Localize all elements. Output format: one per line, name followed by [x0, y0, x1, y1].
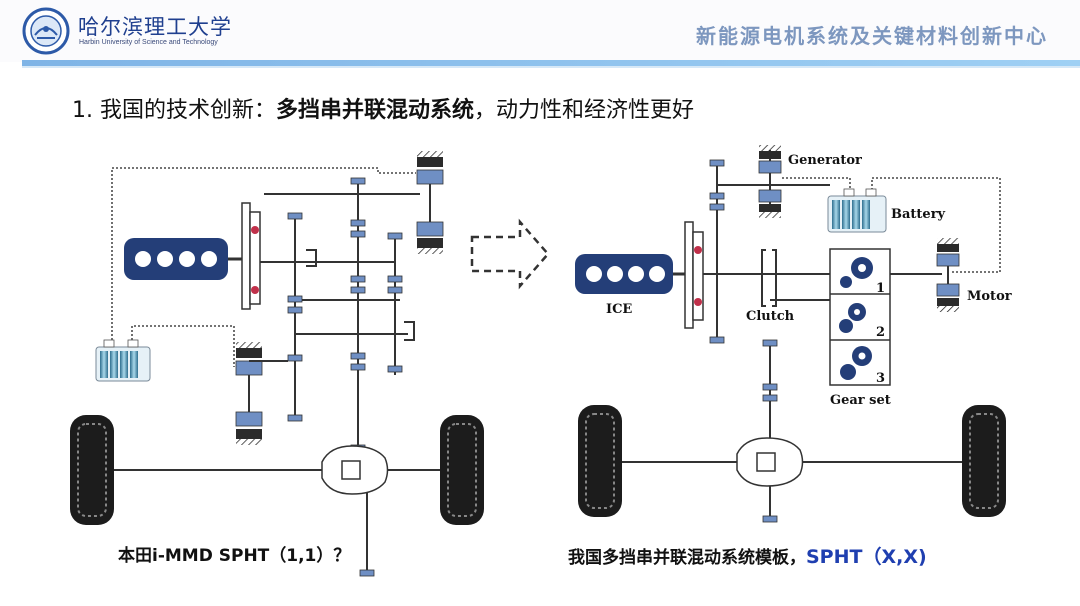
- right-caption-main: 我国多挡串并联混动系统模板，: [568, 548, 806, 568]
- slide-title: 1. 我国的技术创新：多挡串并联混动系统，动力性和经济性更好: [72, 92, 694, 124]
- university-name-cn: 哈尔滨理工大学: [78, 15, 232, 39]
- left-damper-icon: [241, 202, 261, 310]
- right-generator-icon: [758, 145, 782, 218]
- left-motor-icon: [235, 342, 288, 445]
- label-motor: Motor: [967, 289, 1012, 304]
- right-wire-gen: [782, 177, 851, 190]
- right-clutch-icon: [761, 249, 777, 307]
- header-bar: 哈尔滨理工大学 Harbin University of Science and…: [0, 0, 1080, 62]
- right-caption: 我国多挡串并联混动系统模板，SPHT（X,X): [568, 542, 927, 569]
- label-ice: ICE: [606, 302, 632, 317]
- label-gear-set: Gear set: [830, 393, 891, 408]
- header-divider-thin: [22, 66, 1080, 68]
- left-generator-icon: [416, 151, 444, 254]
- right-engine-icon: [575, 254, 673, 294]
- label-clutch: Clutch: [746, 309, 795, 324]
- right-differential-icon: [736, 437, 804, 487]
- label-gear-3: 3: [876, 371, 885, 386]
- label-battery: Battery: [891, 207, 946, 222]
- university-logo-icon: [22, 7, 70, 55]
- left-wire-top: [111, 167, 416, 348]
- left-wheel-left-icon: [70, 415, 114, 525]
- center-name: 新能源电机系统及关键材料创新中心: [696, 24, 1048, 48]
- left-battery-icon: [95, 339, 151, 382]
- title-prefix: 1. 我国的技术创新：: [72, 98, 276, 123]
- right-diagram: ICE Clutch: [575, 145, 1012, 523]
- left-differential-icon: [321, 445, 389, 495]
- gear-set-box: [829, 248, 891, 386]
- left-engine-icon: [124, 238, 228, 280]
- transition-arrow-icon: [470, 218, 550, 290]
- label-generator: Generator: [788, 153, 862, 168]
- university-name-en: Harbin University of Science and Technol…: [79, 39, 218, 46]
- left-caption: 本田i-MMD SPHT（1,1）？: [118, 546, 351, 566]
- right-motor-icon: [936, 238, 960, 312]
- right-battery-icon: [827, 188, 887, 233]
- right-wire-motor: [871, 177, 1001, 273]
- right-gears: [709, 159, 778, 523]
- label-gear-2: 2: [876, 325, 885, 340]
- left-wire-bottom: [131, 325, 235, 367]
- right-wheel-left-icon: [578, 405, 622, 517]
- title-suffix: ，动力性和经济性更好: [474, 98, 695, 123]
- right-caption-highlight: SPHT（X,X): [806, 546, 927, 568]
- label-gear-1: 1: [876, 281, 885, 296]
- header-divider: [22, 60, 1080, 66]
- left-gears: [287, 177, 403, 577]
- right-wheel-right-icon: [962, 405, 1006, 517]
- left-wheel-right-icon: [440, 415, 484, 525]
- right-damper-icon: [684, 221, 704, 329]
- left-diagram: [70, 151, 484, 577]
- title-bold: 多挡串并联混动系统: [275, 98, 474, 123]
